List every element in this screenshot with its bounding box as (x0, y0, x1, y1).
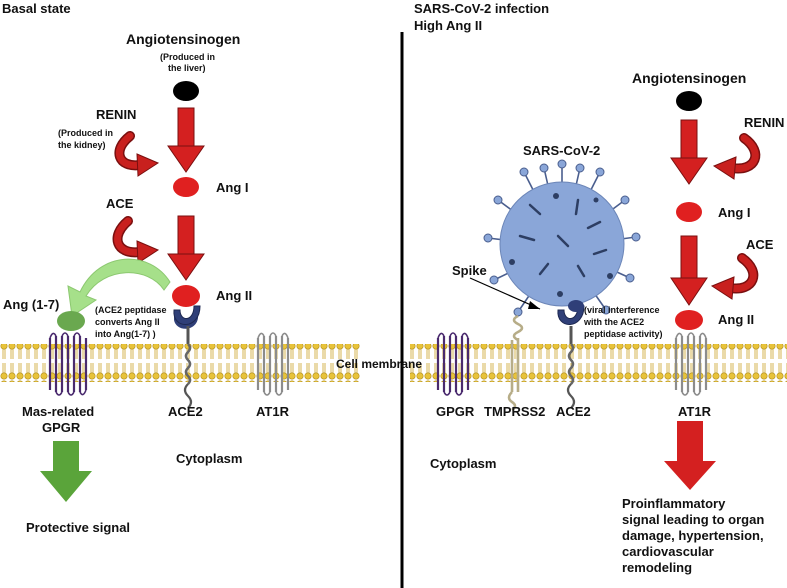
renin-label-right: RENIN (744, 115, 785, 130)
spike-pointer (469, 277, 541, 310)
proinflammatory-line2: signal leading to organ (622, 512, 765, 527)
at1r-label-right: AT1R (678, 404, 711, 419)
ace-curved-arrow-right (710, 253, 759, 300)
at1r-label-left: AT1R (256, 404, 289, 419)
renin-label-left: RENIN (96, 107, 137, 122)
mas-related-label-line1: Mas-related (22, 404, 95, 419)
mas-related-label-line2: GPGR (42, 420, 81, 435)
mas-related-gpgr-receptor (48, 332, 88, 396)
viral-note-line3: peptidase activity) (584, 329, 663, 339)
renin-curved-arrow-right (712, 133, 761, 180)
proinflammatory-line4: cardiovascular (622, 544, 714, 559)
ace-label-left: ACE (106, 196, 134, 211)
ace2-note-line3: into Ang(1-7) ) (95, 329, 156, 339)
viral-note-line1: (viral interference (584, 305, 660, 315)
arrow-angiotensinogen-to-angi-right (670, 119, 708, 185)
ace2-note-line2: converts Ang II (95, 317, 160, 327)
angiotensinogen-label-right: Angiotensinogen (632, 70, 747, 86)
gpgr-label-right: GPGR (436, 404, 475, 419)
proinflammatory-line1: Proinflammatory (622, 496, 726, 511)
at1r-receptor-left (256, 332, 290, 396)
ang-1-7-dot (57, 311, 85, 331)
kidney-note-line1: (Produced in (58, 128, 114, 138)
cell-membrane-left (0, 344, 360, 382)
liver-note-line1: (Produced in (160, 52, 216, 62)
cytoplasm-label-left: Cytoplasm (176, 451, 243, 466)
ang-ii-label-left: Ang II (216, 288, 253, 303)
at1r-receptor-right (674, 332, 708, 396)
proinflammatory-line3: damage, hypertension, (622, 528, 764, 543)
ang-i-dot-right (676, 202, 702, 222)
ang-i-label-right: Ang I (718, 205, 751, 220)
arrow-angi-to-angii-left (167, 215, 205, 281)
cytoplasm-label-right: Cytoplasm (430, 456, 497, 471)
viral-note-line2: with the ACE2 (584, 317, 645, 327)
ace2-label-left: ACE2 (168, 404, 203, 419)
ang-1-7-label: Ang (1-7) (3, 297, 60, 312)
renin-curved-arrow-left (114, 131, 160, 177)
right-panel-title-line1: SARS-CoV-2 infection (414, 1, 550, 16)
left-panel-title: Basal state (2, 1, 71, 16)
ace2-note-line1: (ACE2 peptidase (95, 305, 167, 315)
proinflammatory-signal-arrow (664, 421, 716, 490)
protective-signal-label: Protective signal (26, 520, 131, 535)
ace2-receptor-right (557, 300, 585, 409)
ang-i-dot-left (173, 177, 199, 197)
tmprss2-protease (507, 314, 524, 412)
sars-cov-2-label: SARS-CoV-2 (523, 143, 601, 158)
protective-signal-arrow (40, 441, 92, 502)
tmprss2-label: TMPRSS2 (484, 404, 546, 419)
sars-cov-2-virus (483, 159, 641, 317)
ace2-receptor-left (173, 305, 201, 409)
kidney-note-line2: the kidney) (58, 140, 106, 150)
ang-ii-dot-right (675, 310, 703, 330)
right-panel-title-line2: High Ang II (414, 18, 483, 33)
arrow-angi-to-angii-right (670, 235, 708, 306)
angiotensinogen-dot-right (676, 91, 702, 111)
ace2-label-right: ACE2 (556, 404, 591, 419)
cell-membrane-right (410, 344, 787, 382)
ace-label-right: ACE (746, 237, 774, 252)
ang-i-label-left: Ang I (216, 180, 249, 195)
arrow-angiotensinogen-to-angi-left (167, 107, 205, 173)
cell-membrane-label: Cell membrane (336, 357, 423, 371)
angiotensinogen-dot-left (173, 81, 199, 101)
ace-curved-arrow-left (112, 216, 160, 264)
spike-label: Spike (452, 263, 487, 278)
ang-ii-label-right: Ang II (718, 312, 755, 327)
gpgr-receptor-right (436, 332, 470, 396)
angiotensinogen-label-left: Angiotensinogen (126, 31, 241, 47)
ang-ii-dot-left (172, 285, 200, 307)
proinflammatory-line5: remodeling (622, 560, 693, 575)
liver-note-line2: the liver) (168, 63, 206, 73)
